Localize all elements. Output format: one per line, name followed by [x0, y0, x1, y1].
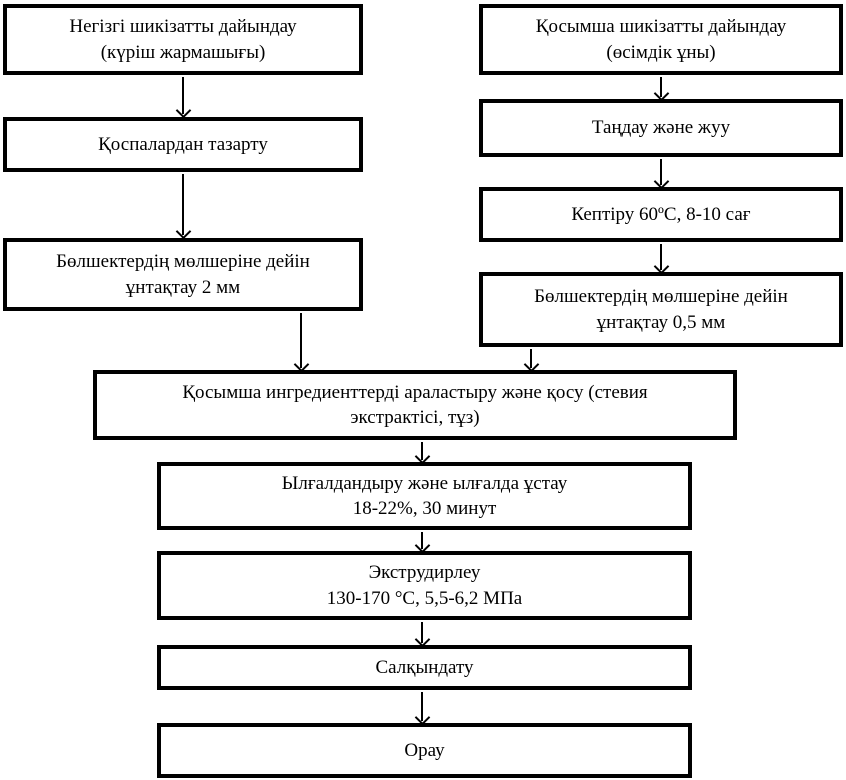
box-grinding-05mm: Бөлшектердің мөлшеріне дейін ұнтақтау 0,…	[479, 272, 843, 347]
flow-arrow-down-icon	[300, 313, 302, 368]
box-text-line: Кептіру 60ºС, 8-10 сағ	[571, 203, 751, 225]
box-grinding-2mm: Бөлшектердің мөлшеріне дейін ұнтақтау 2 …	[3, 238, 363, 311]
flow-arrow-down-icon	[421, 692, 423, 721]
box-moistening: Ылғалдандыру және ылғалда ұстау 18-22%, …	[157, 462, 692, 530]
box-text-line: (өсімдік ұны)	[606, 41, 716, 63]
flow-arrow-down-icon	[421, 442, 423, 460]
flow-arrow-down-icon	[530, 349, 532, 368]
box-text-line: Экструдирлеу	[368, 562, 481, 584]
box-additional-raw-preparation: Қосымша шикізатты дайындау (өсімдік ұны)	[479, 4, 843, 75]
box-text-line: экстрактісі, тұз)	[350, 407, 480, 428]
box-text-line: 18-22%, 30 минут	[352, 498, 497, 519]
box-text-line: (күріш жармашығы)	[100, 41, 266, 63]
box-text-line: Бөлшектердің мөлшеріне дейін	[56, 251, 310, 273]
flow-arrow-down-icon	[182, 174, 184, 235]
box-text-line: 130-170 °С, 5,5-6,2 МПа	[326, 587, 523, 609]
box-cooling: Салқындату	[157, 645, 692, 690]
box-text-line: ұнтақтау 2 мм	[125, 276, 241, 298]
box-text-line: Ылғалдандыру және ылғалда ұстау	[281, 472, 568, 494]
box-text-line: Қосымша шикізатты дайындау	[535, 16, 787, 38]
box-text-line: Бөлшектердің мөлшеріне дейін	[534, 286, 788, 308]
box-text-line: Қоспалардан тазарту	[98, 133, 268, 155]
box-text-line: Таңдау және жуу	[591, 117, 731, 139]
box-text-line: ұнтақтау 0,5 мм	[596, 311, 726, 333]
box-drying: Кептіру 60ºС, 8-10 сағ	[479, 187, 843, 242]
flow-arrow-down-icon	[660, 244, 662, 270]
box-text-line: Қосымша ингредиенттерді араластыру және …	[182, 381, 648, 403]
box-main-raw-preparation: Негізгі шикізатты дайындау (күріш жармаш…	[3, 4, 363, 75]
box-extrusion: Экструдирлеу 130-170 °С, 5,5-6,2 МПа	[157, 551, 692, 620]
flow-arrow-down-icon	[660, 159, 662, 185]
flow-arrow-down-icon	[421, 622, 423, 643]
flow-arrow-down-icon	[660, 77, 662, 97]
box-text-line: Салқындату	[375, 656, 474, 678]
flow-arrow-down-icon	[182, 77, 184, 114]
box-sorting-washing: Таңдау және жуу	[479, 99, 843, 157]
box-text-line: Орау	[404, 739, 445, 761]
box-packaging: Орау	[157, 723, 692, 778]
flow-arrow-down-icon	[421, 532, 423, 549]
box-impurity-cleaning: Қоспалардан тазарту	[3, 117, 363, 172]
box-mixing-ingredients: Қосымша ингредиенттерді араластыру және …	[93, 370, 737, 440]
box-text-line: Негізгі шикізатты дайындау	[69, 16, 297, 38]
